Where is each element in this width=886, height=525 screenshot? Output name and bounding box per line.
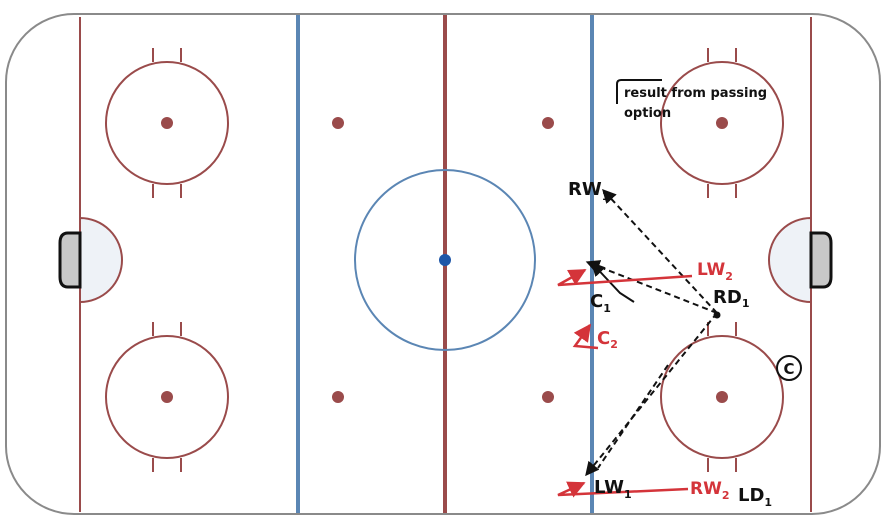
c1-curl-arrow xyxy=(591,261,635,303)
player-label-rw2: RW2 xyxy=(690,479,730,502)
left-top-faceoff-circle xyxy=(105,48,229,198)
center-faceoff-dot xyxy=(439,254,451,266)
rw2-skate-path xyxy=(557,481,689,498)
neutral-dot-top-right xyxy=(542,117,554,129)
right-bottom-faceoff-circle xyxy=(660,322,784,472)
left-goal-net xyxy=(58,231,82,289)
left-goal-crease xyxy=(79,216,123,304)
left-bottom-faceoff-circle xyxy=(105,322,229,472)
option-c-marker: C xyxy=(776,355,802,381)
pass-arrow-to-lw1 xyxy=(585,312,718,477)
pass-arrow-from-lw1-region xyxy=(597,364,669,469)
right-goal-net xyxy=(809,231,833,289)
c2-skate-path xyxy=(572,323,599,350)
legend-text-line1: result from passing xyxy=(624,86,767,101)
neutral-dot-bottom-left xyxy=(332,391,344,403)
neutral-dot-bottom-right xyxy=(542,391,554,403)
right-goal-crease xyxy=(768,216,812,304)
player-label-lw1: LW1 xyxy=(594,477,632,501)
option-c-marker-letter: C xyxy=(783,360,794,378)
player-label-rw1: RW1 xyxy=(568,179,609,203)
pass-arrow-to-rw1 xyxy=(602,188,718,314)
lw2-skate-path xyxy=(557,268,693,287)
pass-arrow-to-center-upper xyxy=(585,260,718,314)
player-label-ld1: LD1 xyxy=(738,485,772,509)
player-label-c2: C2 xyxy=(597,328,618,351)
player-label-rd1: RD1 xyxy=(713,287,749,310)
puck-carrier-dot xyxy=(713,311,721,319)
legend-bracket-icon xyxy=(616,79,662,104)
right-top-faceoff-circle xyxy=(660,48,784,198)
player-label-c1: C1 xyxy=(590,291,611,315)
neutral-dot-top-left xyxy=(332,117,344,129)
player-label-lw2: LW2 xyxy=(697,260,733,283)
legend-text-line2: option xyxy=(624,106,671,121)
center-faceoff-circle xyxy=(354,169,536,351)
